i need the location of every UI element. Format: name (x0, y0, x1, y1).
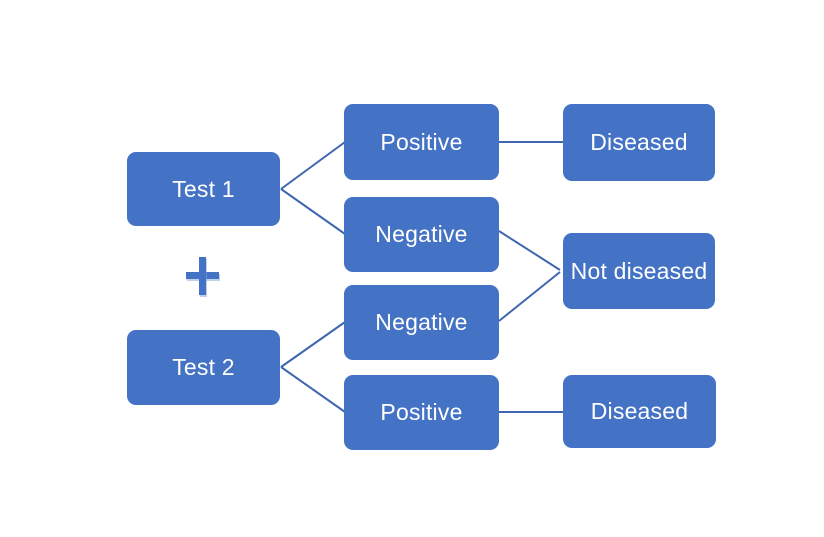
node-diseased-top: Diseased (563, 104, 715, 181)
connector-test1-positive (280, 141, 346, 190)
node-diseased-bottom: Diseased (563, 375, 716, 448)
node-test1: Test 1 (127, 152, 280, 226)
node-test2: Test 2 (127, 330, 280, 405)
node-not-diseased: Not diseased (563, 233, 715, 309)
connector-negative2-notdiseased (498, 271, 561, 322)
connector-test2-negative (280, 321, 346, 368)
node-negative-test2: Negative (344, 285, 499, 360)
connector-test1-negative (280, 188, 346, 235)
plus-icon-vertical-bar (199, 257, 206, 295)
plus-icon (186, 257, 219, 295)
node-negative-test1: Negative (344, 197, 499, 272)
connector-test2-positive (280, 366, 346, 413)
node-positive-test1: Positive (344, 104, 499, 180)
node-positive-test2: Positive (344, 375, 499, 450)
connector-negative1-notdiseased (498, 230, 561, 271)
